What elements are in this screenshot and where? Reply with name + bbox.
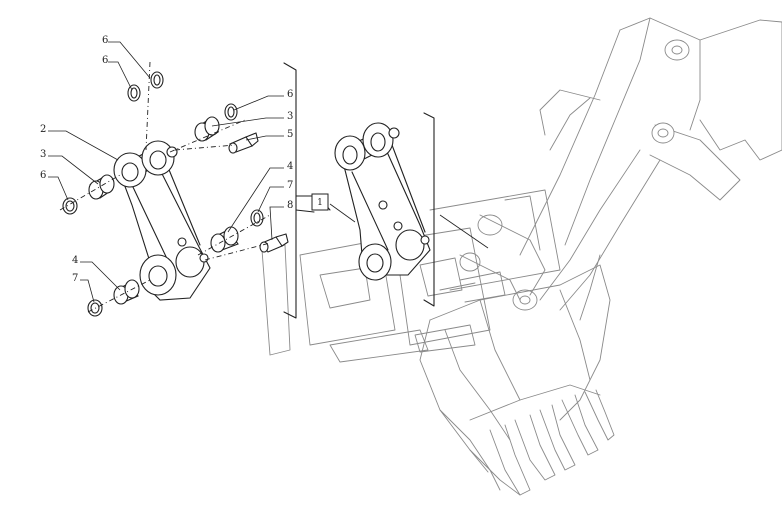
assembly-label-text: 1 — [317, 198, 323, 208]
bucket-outline — [419, 214, 615, 496]
callout-4-right: 4 — [287, 161, 293, 172]
link-rod-exploded — [59, 61, 289, 317]
callout-5: 5 — [287, 129, 293, 140]
link-rod-assembled — [329, 122, 431, 281]
callout-8: 8 — [287, 200, 293, 211]
callout-leaders — [48, 41, 284, 303]
callout-3-left: 3 — [40, 149, 46, 160]
callout-3-right: 3 — [287, 111, 293, 122]
group-brackets — [283, 62, 489, 319]
callout-6-top-a: 6 — [102, 35, 108, 46]
assembly-label-box — [311, 193, 329, 211]
callout-2: 2 — [40, 124, 46, 135]
callout-6-left: 6 — [40, 170, 46, 181]
callout-4-left: 4 — [72, 255, 78, 266]
callout-labels: 6 6 6 3 5 2 3 6 4 7 8 4 7 — [40, 35, 293, 284]
callout-7-right: 7 — [287, 180, 293, 191]
logo-outline — [261, 189, 561, 363]
callout-7-left: 7 — [72, 273, 78, 284]
excavator-arm-outline — [519, 17, 782, 321]
callout-6-right: 6 — [287, 89, 293, 100]
callout-6-top-b: 6 — [102, 55, 108, 66]
